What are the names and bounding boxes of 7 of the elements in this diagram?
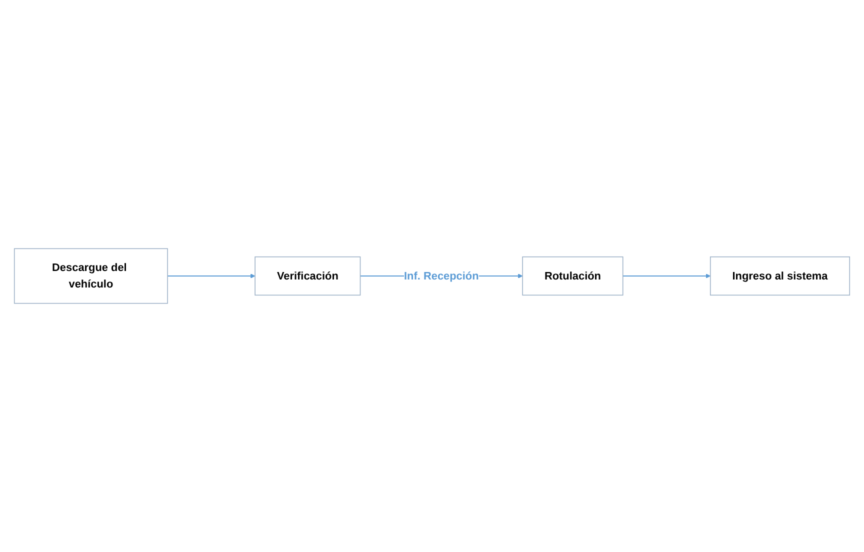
node-box: Descargue del vehículo [14,248,168,304]
arrow [622,274,711,278]
arrow [168,274,256,278]
node-box: Verificación [254,256,361,296]
edge-label: Inf. Recepción [404,270,479,282]
node-box: Rotulación [522,256,624,296]
node-box: Ingreso al sistema [710,256,850,296]
